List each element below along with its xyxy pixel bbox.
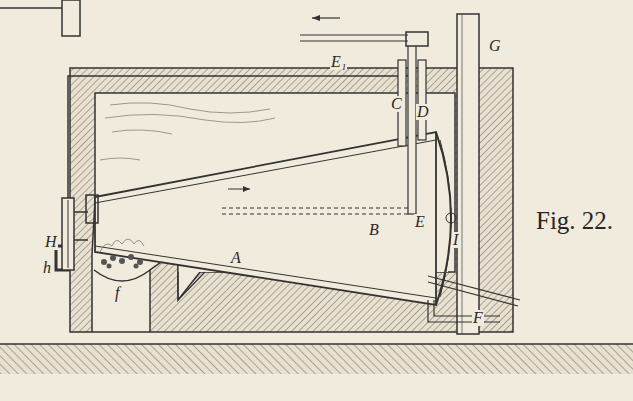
part-letter: D: [416, 104, 430, 120]
part-letter: E₁: [330, 54, 347, 70]
part-letter: f: [114, 285, 120, 301]
part-letter: B: [368, 222, 380, 238]
part-letter: I: [452, 232, 459, 248]
part-letter: H: [44, 234, 58, 250]
part-letter: G: [488, 38, 502, 54]
figure-caption: Fig. 22.: [536, 208, 613, 234]
part-letter: h: [42, 260, 52, 276]
part-letter: A: [230, 250, 242, 266]
part-letter: F: [472, 310, 484, 326]
part-letter: C: [390, 96, 403, 112]
part-letter: E: [414, 214, 426, 230]
